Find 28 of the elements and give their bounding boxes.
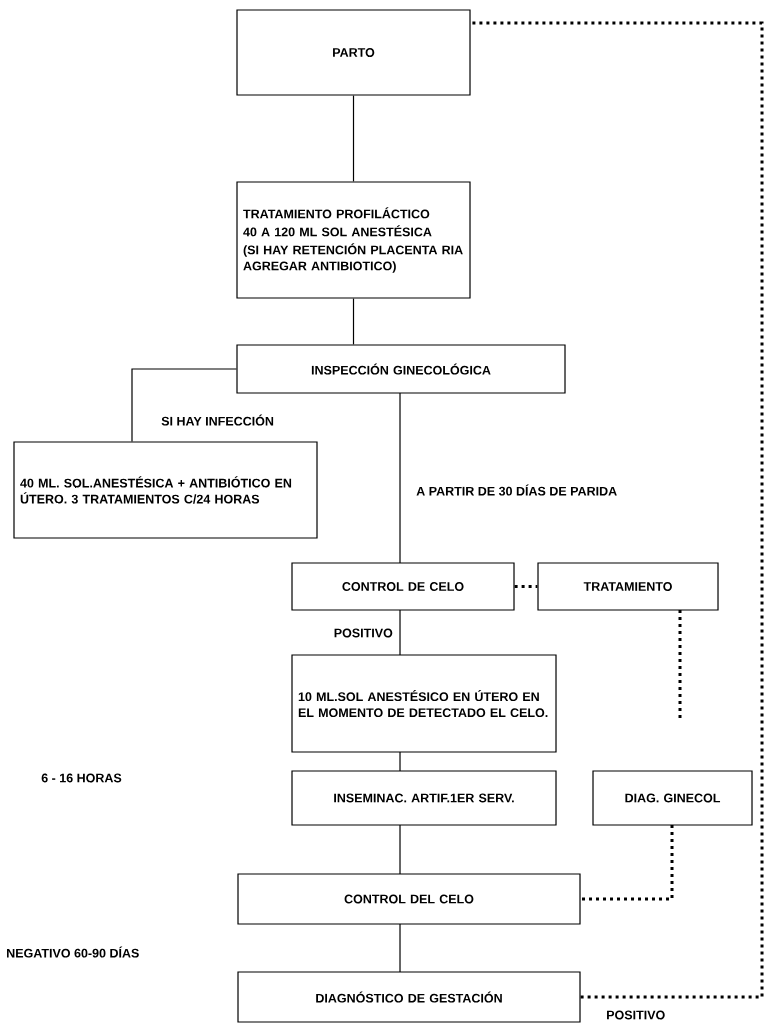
connector-line: [399, 392, 401, 564]
connector-line: [399, 609, 401, 656]
star-connector: [580, 825, 674, 901]
process-box: 10 ML.SOL ANESTÉSICO EN ÚTERO EN EL MOMENTO DE DETECTADO EL CELO.: [291, 654, 557, 753]
edge-label: POSITIVO: [332, 627, 394, 639]
connector-line: [352, 298, 355, 345]
edge-label: POSITIVO: [605, 1009, 667, 1021]
connector-line: [352, 95, 355, 182]
note-text: NEGATIVO 60-90 DÍAS: [7, 946, 139, 958]
process-box: 40 ML. SOL.ANESTÉSICA + ANTIBIÓTICO EN ÚTERO. 3 TRATAMIENTOS C/24 HORAS: [13, 441, 318, 539]
note-text: 6 - 16 HORAS: [41, 773, 122, 783]
process-box: DIAG. GINECOL: [592, 770, 753, 826]
star-connector: [470, 21, 764, 999]
process-box: CONTROL DE CELO: [291, 562, 515, 611]
connector-line: [399, 824, 401, 875]
connector-line: [131, 368, 237, 442]
connector-line: [399, 751, 401, 772]
process-box: DIAGNÓSTICO DE GESTACIÓN: [237, 971, 581, 1023]
edge-label: A PARTIR DE 30 DÍAS DE PARIDA: [415, 483, 619, 497]
process-box: INSEMINAC. ARTIF.1ER SERV.: [291, 770, 557, 826]
process-box: INSPECCIÓN GINECOLÓGICA: [236, 344, 566, 394]
star-connector: [514, 585, 538, 588]
process-box: TRATAMIENTO PROFILÁCTICO 40 A 120 ML SOL ANESTÉSICA (SI HAY RETENCIÓN PLACENTA RIA AGREGAR ANTIBIOTICO): [236, 181, 471, 299]
connector-line: [399, 923, 401, 973]
process-box: TRATAMIENTO: [537, 562, 719, 611]
process-box: CONTROL DEL CELO: [237, 873, 581, 925]
process-box: PARTO: [236, 9, 471, 96]
edge-label: SI HAY INFECCIÓN: [160, 413, 275, 427]
